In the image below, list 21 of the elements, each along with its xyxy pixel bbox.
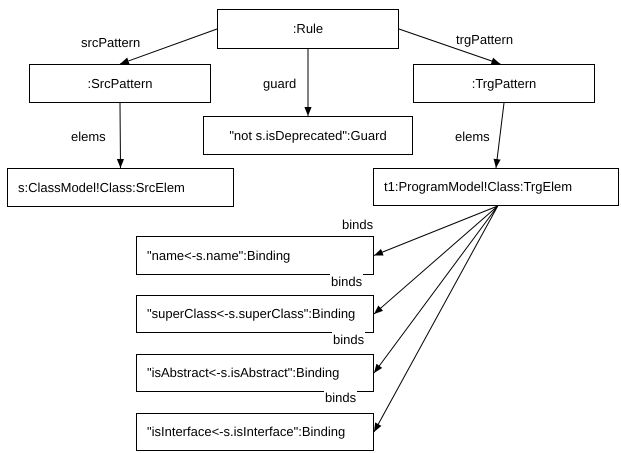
object-box: t1:ProgramModel!Class:TrgElem bbox=[373, 168, 619, 206]
object-box: :Rule bbox=[217, 9, 399, 49]
arrow bbox=[120, 28, 218, 64]
arrow bbox=[304, 48, 312, 116]
arrow bbox=[374, 206, 498, 432]
arrow bbox=[374, 206, 498, 374]
object-box: "not s.isDeprecated":Guard bbox=[203, 116, 413, 155]
edge-label: guard bbox=[262, 76, 298, 92]
arrow bbox=[398, 28, 501, 64]
arrow bbox=[374, 206, 498, 314]
object-box: "isAbstract<-s.isAbstract":Binding bbox=[136, 354, 374, 392]
object-box: "superClass<-s.superClass":Binding bbox=[136, 295, 374, 333]
object-box: "name<-s.name":Binding bbox=[136, 236, 374, 275]
edge-label: trgPattern bbox=[455, 32, 514, 48]
arrow bbox=[116, 102, 124, 168]
object-box: s:ClassModel!Class:SrcElem bbox=[7, 168, 234, 207]
arrow bbox=[374, 206, 498, 256]
object-box: "isInterface<-s.isInterface":Binding bbox=[136, 413, 374, 451]
object-box: :TrgPattern bbox=[413, 64, 595, 103]
arrow bbox=[494, 102, 504, 168]
object-box: :SrcPattern bbox=[29, 64, 211, 103]
